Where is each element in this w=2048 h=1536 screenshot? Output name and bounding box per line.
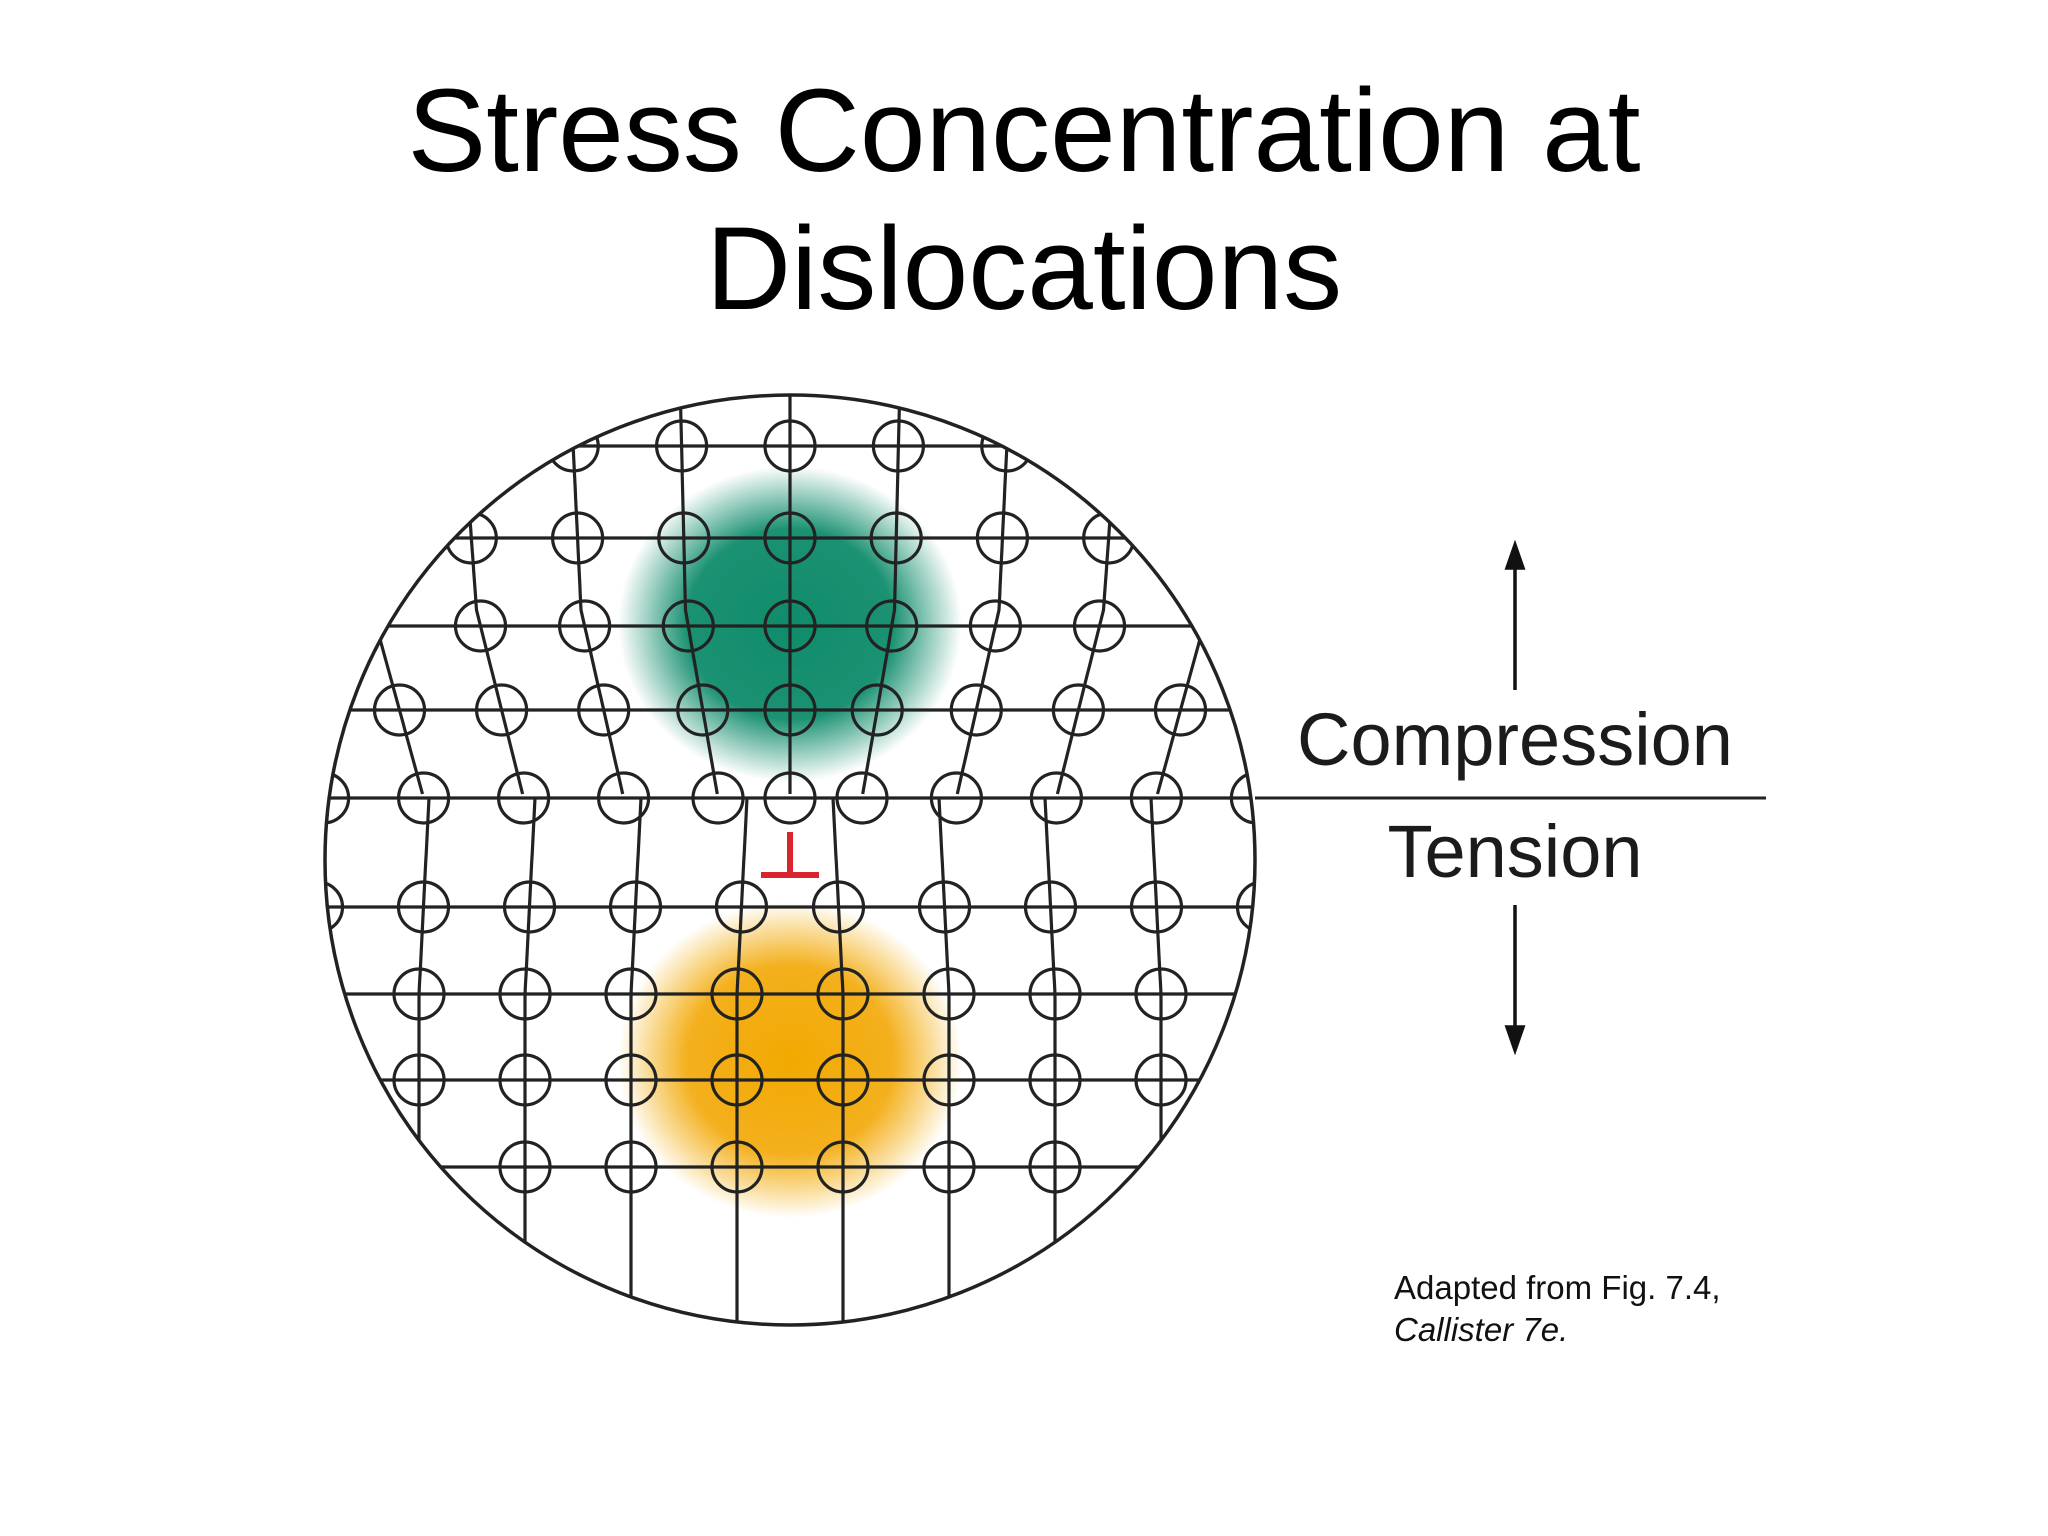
lattice-atom — [1028, 1140, 1082, 1194]
lattice-atom — [922, 967, 976, 1021]
lattice-column-line — [735, 797, 749, 1325]
lattice-atom — [597, 771, 651, 825]
lattice-atom — [655, 419, 709, 473]
lattice-atom — [816, 1140, 870, 1194]
lattice-atom — [710, 1140, 764, 1194]
lattice-atom — [657, 511, 711, 565]
arrow-up-icon — [1504, 539, 1526, 690]
slide-title: Stress Concentration at Dislocations — [0, 62, 2048, 338]
lattice-atom — [922, 1140, 976, 1194]
lattice-column-line — [831, 797, 845, 1325]
lattice-atom — [816, 967, 870, 1021]
title-line-1: Stress Concentration at — [407, 65, 1641, 197]
lattice-atom — [1028, 967, 1082, 1021]
lattice-atom — [949, 683, 1003, 737]
compression-label: Compression — [1297, 698, 1733, 781]
lattice-atom — [608, 880, 663, 934]
lattice-atom — [811, 880, 866, 934]
lattice-atom — [1072, 599, 1127, 653]
lattice-column-line — [937, 797, 951, 1325]
lattice-atom — [763, 419, 817, 473]
lattice-atom — [502, 880, 557, 934]
lattice-atom — [975, 511, 1030, 565]
lattice-atom — [676, 683, 730, 737]
lattice-atom — [1229, 771, 1255, 825]
lattice-atom — [1129, 771, 1184, 825]
lattice-atom — [1134, 967, 1188, 1021]
lattice-atom — [325, 771, 351, 825]
lattice-atom — [763, 771, 817, 825]
lattice-atom — [835, 771, 889, 825]
lattice-atom — [1023, 880, 1078, 934]
lattice-atom — [498, 967, 552, 1021]
lattice-column-line — [861, 395, 902, 795]
dislocation-lattice-figure: Compression Tension — [300, 380, 1800, 1360]
lattice-atom — [392, 1053, 446, 1107]
lattice-atom — [577, 683, 631, 737]
tension-label: Tension — [1387, 810, 1642, 893]
lattice-atom — [917, 880, 972, 934]
lattice-boundary-circle — [323, 393, 1257, 1327]
lattice-atom — [1029, 771, 1084, 825]
lattice-atom — [1134, 1053, 1188, 1107]
lattice-atom — [869, 511, 923, 565]
lattice-atom — [475, 683, 529, 737]
lattice-atom — [922, 1053, 976, 1107]
lattice-atom — [1051, 683, 1106, 737]
arrow-down-icon — [1504, 905, 1526, 1056]
lattice-atom — [763, 683, 817, 737]
lattice-atom — [498, 1140, 552, 1194]
caption-reference: Adapted from Fig. 7.4, — [1394, 1269, 1721, 1306]
lattice-atom — [763, 511, 817, 565]
lattice-column-line — [629, 797, 643, 1325]
lattice-atom — [968, 599, 1023, 653]
lattice-atom — [396, 771, 451, 825]
lattice-atom — [871, 419, 926, 473]
lattice-atom — [850, 683, 904, 737]
title-line-2: Dislocations — [705, 203, 1343, 335]
lattice-atom — [372, 683, 427, 737]
lattice-atom — [1235, 880, 1255, 934]
lattice-atom — [865, 599, 919, 653]
lattice-atom — [604, 1140, 658, 1194]
lattice-atom — [691, 771, 745, 825]
lattice-atom — [661, 599, 715, 653]
tension-zone — [618, 902, 962, 1218]
lattice-atom — [710, 967, 764, 1021]
lattice-column-line — [313, 798, 323, 1360]
lattice-atom — [498, 1053, 552, 1107]
figure-caption: Adapted from Fig. 7.4, Callister 7e. — [1394, 1267, 1721, 1351]
lattice-atom — [604, 967, 658, 1021]
lattice-atom — [551, 511, 605, 565]
lattice-atom — [1129, 880, 1184, 934]
lattice-atom — [763, 599, 817, 653]
lattice-atom — [558, 599, 612, 653]
lattice-atom — [396, 880, 451, 934]
lattice-atom — [392, 967, 446, 1021]
lattice-atom — [929, 771, 984, 825]
lattice-column-line — [678, 395, 719, 795]
lattice-atom — [325, 880, 345, 934]
lattice-atom — [816, 1053, 870, 1107]
lattice-column-line — [1363, 798, 1373, 1360]
lattice-atom — [714, 880, 769, 934]
lattice-atom — [453, 599, 508, 653]
caption-source: Callister 7e. — [1394, 1311, 1569, 1348]
dislocation-symbol — [761, 832, 819, 878]
lattice-atom — [497, 771, 551, 825]
lattice-atom — [1028, 1053, 1082, 1107]
lattice-atom — [1153, 683, 1208, 737]
lattice-column-line — [300, 380, 322, 794]
lattice-atom — [710, 1053, 764, 1107]
lattice-atom — [604, 1053, 658, 1107]
lattice-column-line — [1257, 798, 1267, 1360]
